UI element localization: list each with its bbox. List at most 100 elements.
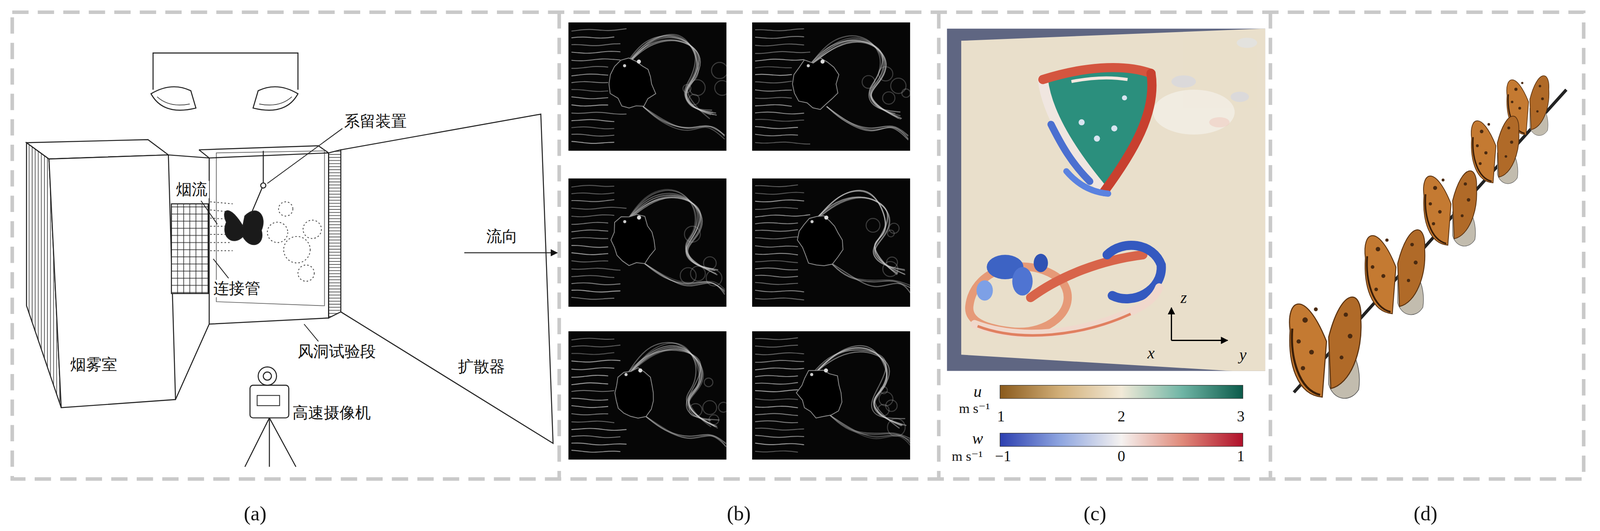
wind-tunnel-sketch [198,149,210,158]
smoke-photo [624,373,628,377]
smoke-photo [878,66,894,82]
smoke-photo [755,126,798,129]
wind-tunnel-sketch [318,145,329,153]
smoke-photo [755,282,798,285]
smoke-photo [755,435,805,438]
wind-tunnel-sketch [210,242,231,243]
smoke-photo [571,126,615,129]
panel-caption: (d) [1413,502,1438,525]
smoke-photo [755,451,798,453]
vortex-visualization [1209,117,1230,128]
colorbar [1000,433,1244,447]
smoke-photo [642,106,725,140]
smoke-photo [718,402,727,413]
flow-direction-label: 流向 [484,227,520,246]
smoke-photo [610,214,656,266]
smoke-photo [752,178,911,308]
smoke-photo [830,262,911,296]
smoke-photo [755,398,798,400]
axis-label: x [1147,343,1155,362]
vortex-visualization [1103,73,1152,192]
smoke-photo [755,368,805,370]
panel-caption: (b) [726,502,751,525]
smoke-photo [571,134,615,136]
smoke-photo [571,390,615,392]
smoke-photo [792,57,839,110]
smoke-photo [902,88,911,98]
smoke-photo [882,91,895,105]
smoke-photo [571,421,615,423]
vortex-visualization [974,287,1159,334]
smoke-photo [755,382,798,385]
smoke-photo [755,389,798,392]
smoke-photo [571,428,627,431]
smoke-photo [571,237,609,239]
smoke-photo [638,368,643,373]
smoke-photo [642,262,725,290]
wind-tunnel-sketch [49,154,176,408]
vortex-visualization [1170,307,1173,341]
vortex-visualization [1230,91,1249,103]
smoke-photo [755,275,798,278]
wind-tunnel-sketch [209,152,329,325]
smoke-photo [571,282,621,285]
smoke-photo [755,421,798,423]
smoke-photo [755,360,805,363]
smoke-photo [755,134,798,136]
smoke-photo [702,400,717,415]
vortex-visualization [1071,77,1128,82]
wind-tunnel-sketch [153,52,298,90]
part-label: 扩散器 [456,358,507,376]
wind-tunnel-sketch [26,52,558,467]
smoke-photo [571,141,615,144]
smoke-photo [755,406,798,409]
smoke-photo [755,89,792,92]
smoke-photo [571,96,609,99]
smoke-photo [571,260,609,263]
smoke-photo [623,220,627,224]
smoke-photo [755,214,811,217]
smoke-photo [755,104,792,107]
smoke-photo [623,64,627,68]
smoke-photo [752,22,911,152]
smoke-photo [755,229,798,232]
smoke-photo [755,267,798,270]
smoke-photo [755,44,805,46]
smoke-photo [571,405,609,408]
smoke-photo [755,443,805,445]
smoke-photo [571,435,621,438]
smoke-photo [887,418,906,437]
smoke-photo [711,62,727,79]
smoke-photo [755,119,805,122]
smoke-photo [680,267,697,285]
part-label: 系留装置 [342,112,409,130]
smoke-photo [714,80,727,96]
wind-tunnel-sketch [210,250,233,252]
smoke-photo [755,51,811,54]
smoke-photo [755,345,798,348]
smoke-photo [571,185,615,188]
smoke-photo [568,331,727,461]
variable-symbol: w [972,429,984,448]
smoke-photo [571,58,621,61]
smoke-photo [755,207,798,210]
vortex-visualization [1171,37,1258,128]
smoke-photo [752,331,911,461]
wind-tunnel-sketch [259,96,292,105]
smoke-photo [755,290,805,293]
smoke-photo [886,256,898,268]
wind-tunnel-sketch [268,418,270,468]
vortex-visualization [977,314,1131,336]
smoke-photo [755,200,805,202]
smoke-photo [796,370,842,419]
vortex-visualization [1012,267,1033,296]
smoke-photo [571,352,615,355]
vortex-visualization [1171,339,1228,342]
smoke-photo [644,415,726,448]
smoke-photo [642,262,725,291]
smoke-photo [571,222,609,225]
smoke-photo [571,275,615,278]
smoke-photo [887,230,895,238]
wind-tunnel-sketch [210,201,322,282]
smoke-photo [571,193,615,195]
